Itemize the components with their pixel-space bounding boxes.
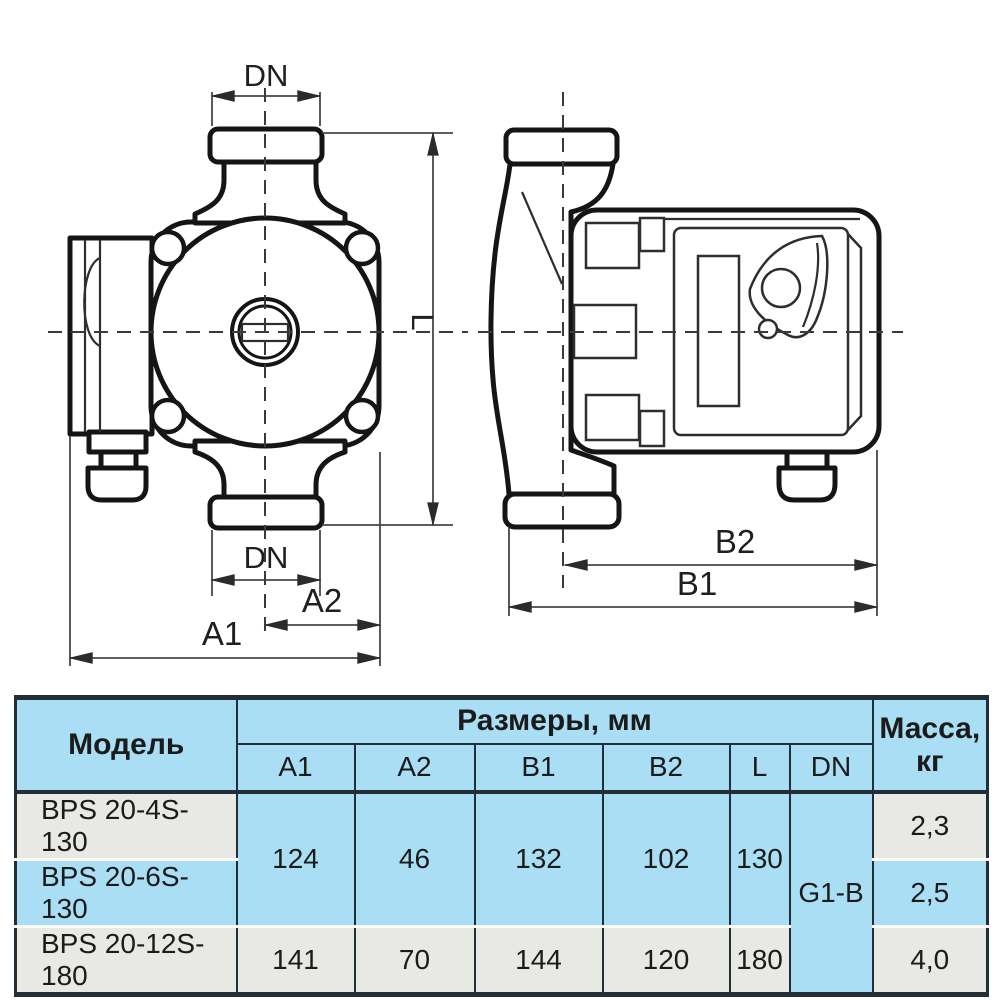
dim-label-dn-top: DN xyxy=(244,58,289,93)
dim-label-l: L xyxy=(405,313,440,330)
dim-l: L xyxy=(322,131,453,527)
selector-knob-icon xyxy=(748,234,829,340)
top-neck xyxy=(192,154,348,226)
table-row: BPS 20-6S-130 2,5 xyxy=(14,857,989,926)
dim-a1: A1 xyxy=(68,436,382,666)
header-col-b2: B2 xyxy=(601,743,731,794)
bottom-neck xyxy=(192,438,348,506)
bolt-icon xyxy=(343,397,381,435)
pump-technical-drawing: DN L DN A2 xyxy=(48,58,903,666)
cell-b1-shared: 132 xyxy=(473,790,604,926)
stator-blocks xyxy=(572,216,666,448)
panel-side-wall xyxy=(847,233,863,431)
cell-model-1: BPS 20-6S-130 xyxy=(14,857,238,926)
cell-a1-shared: 124 xyxy=(235,790,356,926)
header-col-l: L xyxy=(728,743,791,794)
motor-box xyxy=(67,235,155,437)
header-col-a1: A1 xyxy=(235,743,356,794)
dim-b1: B1 xyxy=(507,528,879,616)
side-view-drawing: B2 B1 xyxy=(478,92,903,616)
pipe-side xyxy=(488,161,617,497)
table-row: BPS 20-4S-130 124 46 132 102 130 G1-B 2,… xyxy=(14,790,989,994)
dim-a2: A2 xyxy=(263,452,382,666)
cable-gland-front xyxy=(85,429,149,503)
cell-l-shared: 130 xyxy=(728,790,791,926)
cell-l-2: 180 xyxy=(728,924,791,994)
cell-mass-2: 4,0 xyxy=(871,924,989,994)
front-view-drawing: DN L DN A2 xyxy=(48,58,468,666)
table-row: BPS 20-12S-180 141 70 144 120 180 4,0 xyxy=(14,924,989,994)
dim-label-a2: A2 xyxy=(302,582,342,619)
cable-gland-side xyxy=(776,449,838,503)
bolt-icon xyxy=(343,229,381,267)
header-col-a2: A2 xyxy=(353,743,476,794)
header-col-b1: B1 xyxy=(473,743,604,794)
bolt-icon xyxy=(149,229,187,267)
spec-table: Модель Размеры, мм Масса, кг A1 A2 B1 B2… xyxy=(14,695,990,997)
cell-a2-2: 70 xyxy=(353,924,476,994)
cell-model-2: BPS 20-12S-180 xyxy=(14,924,238,994)
cell-b2-2: 120 xyxy=(601,924,731,994)
cell-b2-shared: 102 xyxy=(601,790,731,926)
header-mass-line2: кг xyxy=(916,744,944,778)
header-dimensions-group: Размеры, мм xyxy=(235,697,874,745)
cell-a1-2: 141 xyxy=(235,924,356,994)
bolt-icon xyxy=(149,397,187,435)
header-col-dn: DN xyxy=(788,743,874,794)
cell-dn-shared: G1-B xyxy=(788,790,874,994)
dim-label-b1: B1 xyxy=(677,565,717,602)
header-model: Модель xyxy=(14,697,238,794)
header-mass-line1: Масса, xyxy=(879,711,981,745)
dim-label-b2: B2 xyxy=(715,523,755,560)
cell-b1-2: 144 xyxy=(473,924,604,994)
dim-label-a1: A1 xyxy=(202,615,242,652)
cell-model-0: BPS 20-4S-130 xyxy=(14,790,238,859)
top-flange-side xyxy=(503,127,620,167)
cell-a2-shared: 46 xyxy=(353,790,476,926)
dim-b2: B2 xyxy=(563,450,879,616)
header-mass: Масса, кг xyxy=(871,697,989,794)
motor-box-details xyxy=(83,240,102,432)
cell-mass-1: 2,5 xyxy=(871,857,989,926)
cell-mass-0: 2,3 xyxy=(871,790,989,859)
